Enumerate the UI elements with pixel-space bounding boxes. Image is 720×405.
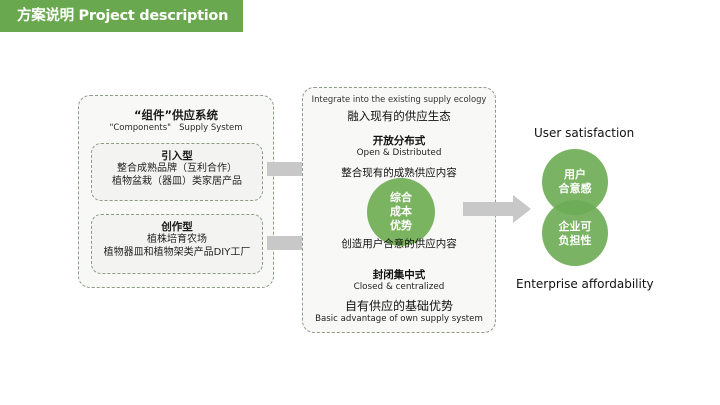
group-line: 植物盆栽（器皿）类家居产品 [112, 175, 242, 187]
create-content-desc: 创造用户合意的供应内容 [341, 238, 457, 250]
circle-line: 合意感 [558, 182, 592, 195]
creation-type-box: 创作型 植株培育农场 植物器皿和植物架类产品DIY工厂 [91, 214, 263, 274]
own-supply-advantage-cn: 自有供应的基础优势 [344, 299, 453, 313]
group-line: 植物器皿和植物架类产品DIY工厂 [103, 246, 251, 258]
import-type-box: 引入型 整合成熟品牌（互利合作） 植物盆栽（器皿）类家居产品 [91, 143, 263, 201]
circle-line: 综合 [390, 191, 412, 204]
group-title: 引入型 [161, 150, 193, 162]
closed-centralized-title-cn: 封闭集中式 [372, 269, 426, 281]
own-supply-advantage-en: Basic advantage of own supply system [315, 314, 483, 324]
enterprise-affordability-circle: 企业可 负担性 [542, 200, 608, 266]
circle-line: 成本 [390, 205, 412, 218]
ecology-header-en: Integrate into the existing supply ecolo… [311, 94, 487, 104]
circle-line: 优势 [390, 219, 412, 232]
page-title: 方案说明 Project description [0, 0, 243, 32]
open-distributed-desc: 整合现有的成熟供应内容 [341, 167, 457, 179]
components-supply-system-panel: “组件”供应系统 "Components" Supply System 引入型 … [78, 95, 274, 288]
panel-title-cn: “组件”供应系统 [133, 108, 219, 122]
enterprise-affordability-label: Enterprise affordability [516, 277, 654, 291]
user-satisfaction-label: User satisfaction [534, 126, 635, 140]
cost-advantage-circle: 综合 成本 优势 [367, 178, 435, 246]
open-distributed-title-en: Open & Distributed [356, 148, 442, 158]
circle-line: 企业可 [558, 220, 592, 233]
group-title: 创作型 [161, 221, 193, 233]
group-line: 整合成熟品牌（互利合作） [117, 163, 237, 174]
arrow-right-icon [463, 195, 531, 223]
circle-line: 用户 [564, 168, 586, 181]
panel-title-en: "Components" Supply System [109, 123, 243, 133]
circle-line: 负担性 [558, 234, 592, 247]
ecology-header-cn: 融入现有的供应生态 [347, 109, 451, 123]
closed-centralized-title-en: Closed & centralized [353, 282, 445, 292]
supply-ecology-panel: Integrate into the existing supply ecolo… [302, 87, 496, 333]
open-distributed-title-cn: 开放分布式 [372, 135, 426, 147]
group-line: 植株培育农场 [147, 234, 207, 245]
